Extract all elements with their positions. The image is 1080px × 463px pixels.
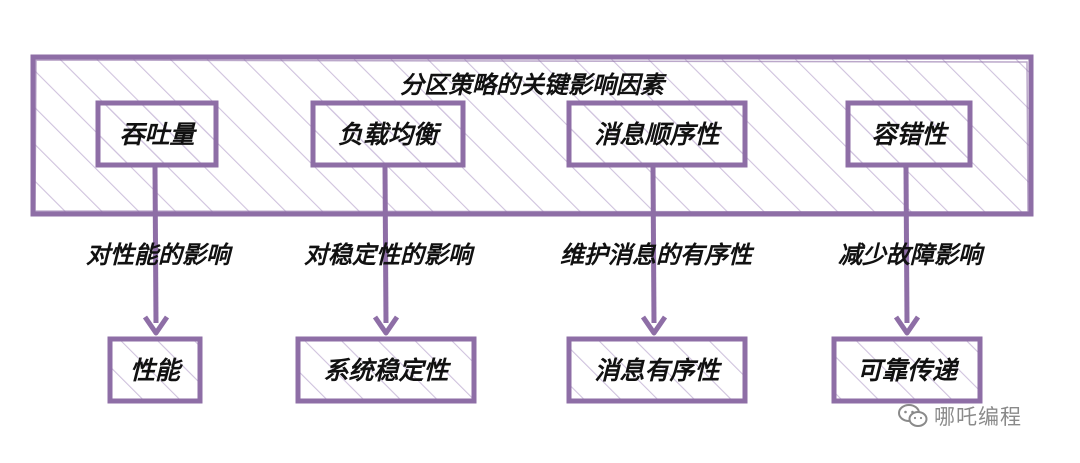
edge-label: 维护消息的有序性 (560, 241, 755, 269)
factor-label: 容错性 (871, 120, 949, 149)
edge-line (903, 166, 910, 324)
edge-label: 对稳定性的影响 (304, 241, 476, 269)
edge-line (152, 166, 159, 324)
watermark: 哪吒编程 (898, 401, 1022, 431)
edge-arrowhead (640, 315, 668, 336)
factor-box (845, 100, 973, 168)
target-label: 性能 (130, 356, 183, 385)
target-label: 系统稳定性 (323, 356, 451, 385)
factor-label: 消息顺序性 (594, 120, 722, 149)
edge-fault-tolerance: 减少故障影响 (838, 166, 986, 336)
factor-load-balancing: 负载均衡 (310, 100, 466, 168)
target-label: 消息有序性 (594, 356, 722, 385)
target-box (566, 336, 748, 404)
factor-box (310, 100, 466, 168)
factor-fault-tolerance: 容错性 (845, 100, 973, 168)
edge-line (650, 166, 657, 324)
factor-throughput: 吞吐量 (95, 100, 219, 168)
wechat-icon (898, 404, 928, 427)
watermark-text: 哪吒编程 (934, 405, 1022, 429)
edge-arrowhead (893, 315, 921, 336)
edge-line (382, 166, 389, 324)
target-message-order: 消息有序性 (566, 336, 748, 404)
edge-throughput: 对性能的影响 (86, 166, 234, 336)
edge-arrowhead (372, 315, 400, 336)
group-title: 分区策略的关键影响因素 (400, 71, 667, 99)
factor-box (566, 100, 748, 168)
target-label: 可靠传递 (857, 356, 960, 385)
factor-label: 负载均衡 (338, 120, 442, 149)
target-system-stability: 系统稳定性 (295, 336, 477, 404)
group-frame-sketch (34, 59, 1029, 213)
target-box (295, 336, 477, 404)
target-box (831, 336, 983, 404)
factor-label: 吞吐量 (119, 120, 197, 149)
factor-box (95, 100, 219, 168)
edge-load-balancing: 对稳定性的影响 (304, 166, 476, 336)
target-reliable-delivery: 可靠传递 (831, 336, 983, 404)
edge-label: 减少故障影响 (838, 241, 986, 269)
edge-arrowhead (142, 315, 170, 336)
target-box (107, 336, 203, 404)
edge-message-ordering: 维护消息的有序性 (560, 166, 755, 336)
target-performance: 性能 (107, 336, 203, 404)
factor-message-ordering: 消息顺序性 (566, 100, 748, 168)
edge-label: 对性能的影响 (86, 241, 234, 269)
